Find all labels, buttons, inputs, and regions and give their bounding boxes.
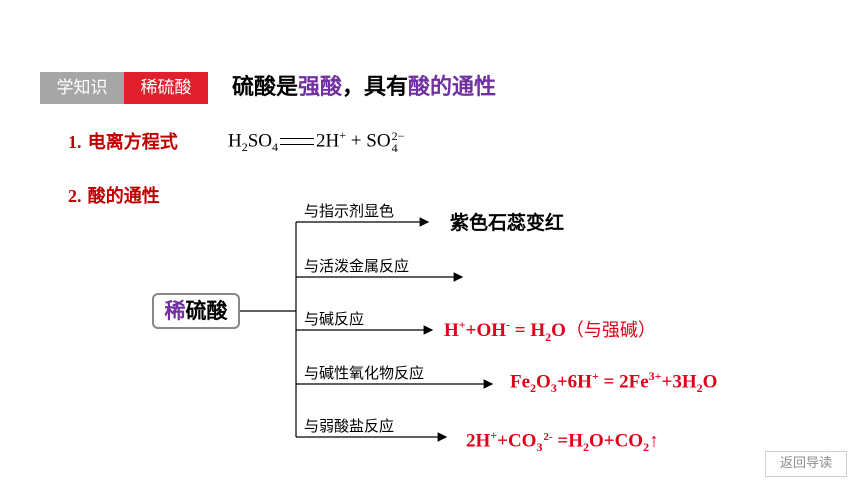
heading-pre: 硫酸是 (232, 75, 299, 100)
r4-b-sub: 3 (550, 381, 557, 396)
branch-label-base: 与碱反应 (304, 310, 365, 328)
center-node-prefix: 稀 (164, 299, 186, 323)
tag-dilute-sulfuric-acid: 稀硫酸 (124, 72, 208, 104)
r4-d-sup: 3+ (648, 369, 662, 383)
section2-number: 2. (68, 186, 82, 206)
r5-d-sub: 2 (643, 440, 650, 455)
heading-strong-acid: 强酸 (298, 75, 343, 100)
section1-text: 电离方程式 (87, 132, 178, 153)
tag-learn-knowledge: 学知识 (40, 72, 124, 104)
center-node-rest: 硫酸 (185, 299, 228, 323)
r4-b: O (536, 371, 551, 393)
result-litmus: 紫色石蕊变红 (450, 212, 565, 234)
section2-title: 2. 酸的通性 (68, 182, 160, 208)
eq-double-line (280, 138, 315, 146)
r5-b-sup: 2- (543, 431, 553, 444)
r3-a-sup: + (458, 317, 466, 332)
r3-b: +OH (465, 320, 507, 341)
eq-so-sub: 4 (272, 140, 279, 155)
section2-text: 酸的通性 (87, 186, 160, 207)
r4-c: +6H (556, 371, 592, 393)
eq-so4-sup: 2− (391, 128, 405, 143)
r3-note: （与强碱） (565, 320, 656, 341)
page-heading: 硫酸是强酸，具有酸的通性 (232, 72, 496, 104)
r5-b: +CO (497, 430, 537, 452)
r3-d: O (551, 320, 566, 341)
r3-c-sub: 2 (545, 329, 552, 344)
r4-e-sub: 2 (696, 381, 703, 396)
eq-plus-so: + SO (346, 130, 391, 152)
eq-h-sub: 2 (241, 140, 248, 155)
r4-e: +3H (661, 371, 697, 393)
r3-c: = H (510, 320, 546, 341)
r3-b-sup: - (506, 317, 511, 332)
heading-acid-properties: 酸的通性 (408, 75, 497, 100)
branch-label-basic-oxide: 与碱性氧化物反应 (304, 364, 425, 382)
r4-a: Fe (510, 371, 531, 393)
eq-rhs-sup: + (339, 128, 347, 142)
back-to-guide-button[interactable]: 返回导读 (765, 451, 847, 477)
section1-title: 1. 电离方程式 (68, 128, 178, 154)
result-neutralization: H++OH- = H2O（与强碱） (444, 316, 656, 345)
r4-a-sub: 2 (530, 381, 537, 396)
r5-c-sub: 2 (582, 440, 589, 455)
center-node-dilute-sulfuric-acid: 稀硫酸 (152, 293, 240, 329)
eq-h: H (228, 130, 242, 152)
r5-a-sup: + (490, 428, 498, 442)
branch-label-weak-acid-salt: 与弱酸盐反应 (304, 417, 395, 435)
branch-label-active-metal: 与活泼金属反应 (304, 257, 410, 275)
result-weak-acid-salt: 2H++CO32- =H2O+CO2↑ (466, 428, 659, 455)
section1-number: 1. (68, 132, 82, 152)
r4-c-sup: + (591, 369, 599, 383)
eq-so4-sub: 4 (391, 140, 398, 155)
eq-so: SO (247, 130, 273, 152)
r4-f: O (702, 371, 718, 393)
r5-d: O+CO (588, 430, 644, 452)
r4-d: = 2Fe (598, 371, 649, 393)
heading-mid: ，具有 (342, 75, 409, 100)
r5-c: =H (552, 430, 583, 452)
r5-b-sub: 3 (536, 440, 543, 455)
r5-a: 2H (466, 430, 491, 452)
eq-rhs: 2H (316, 130, 340, 152)
r3-a: H (444, 320, 459, 341)
r5-up-arrow: ↑ (649, 430, 659, 452)
result-basic-oxide: Fe2O3+6H+ = 2Fe3++3H2O (510, 369, 717, 396)
r5-b-subsup: 3 (536, 440, 542, 454)
branch-label-indicator: 与指示剂显色 (304, 202, 395, 220)
